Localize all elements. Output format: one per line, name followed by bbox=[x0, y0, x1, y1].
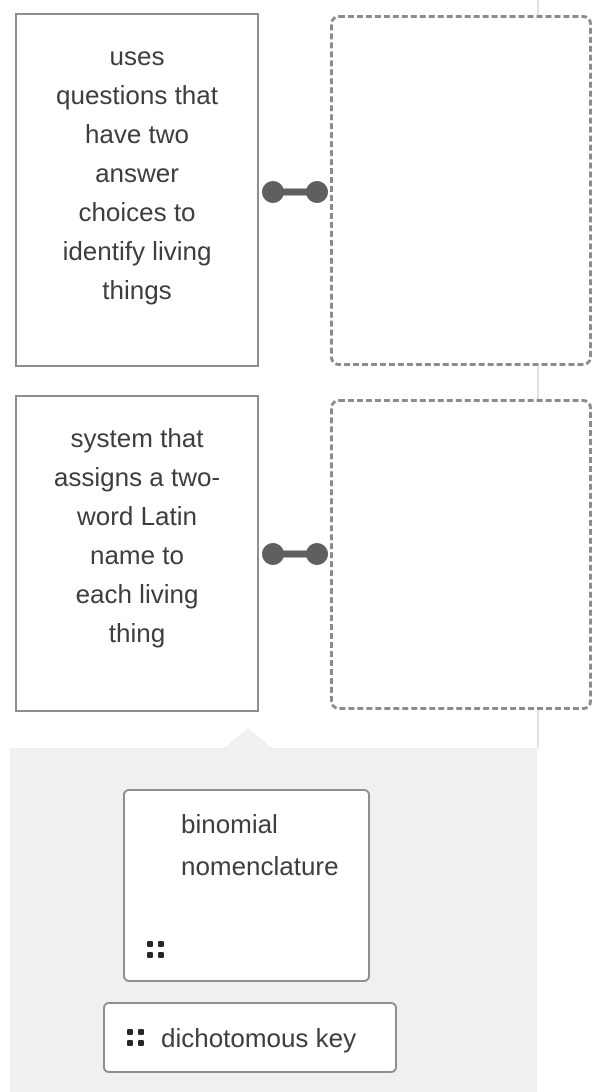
drop-zone-2[interactable] bbox=[330, 399, 592, 710]
prompt-text-1: uses questions that have two answer choi… bbox=[56, 41, 218, 305]
option-label: dichotomous key bbox=[161, 1022, 357, 1053]
answer-tray: binomial nomenclature dichotomous key bbox=[10, 748, 537, 1092]
tray-notch bbox=[224, 728, 272, 748]
prompt-text-2: system that assigns a two- word Latin na… bbox=[53, 423, 221, 648]
option-card-binomial-nomenclature[interactable]: binomial nomenclature bbox=[123, 789, 370, 982]
prompt-card-1: uses questions that have two answer choi… bbox=[15, 13, 259, 367]
connector-icon bbox=[262, 181, 328, 203]
drag-handle-icon[interactable] bbox=[127, 1029, 144, 1046]
connector-icon bbox=[262, 543, 328, 565]
drop-zone-1[interactable] bbox=[330, 15, 592, 366]
option-label: binomial nomenclature bbox=[181, 809, 339, 881]
prompt-card-2: system that assigns a two- word Latin na… bbox=[15, 395, 259, 712]
drag-handle-icon[interactable] bbox=[147, 941, 164, 958]
option-card-dichotomous-key[interactable]: dichotomous key bbox=[103, 1002, 397, 1073]
column-divider bbox=[537, 0, 539, 748]
